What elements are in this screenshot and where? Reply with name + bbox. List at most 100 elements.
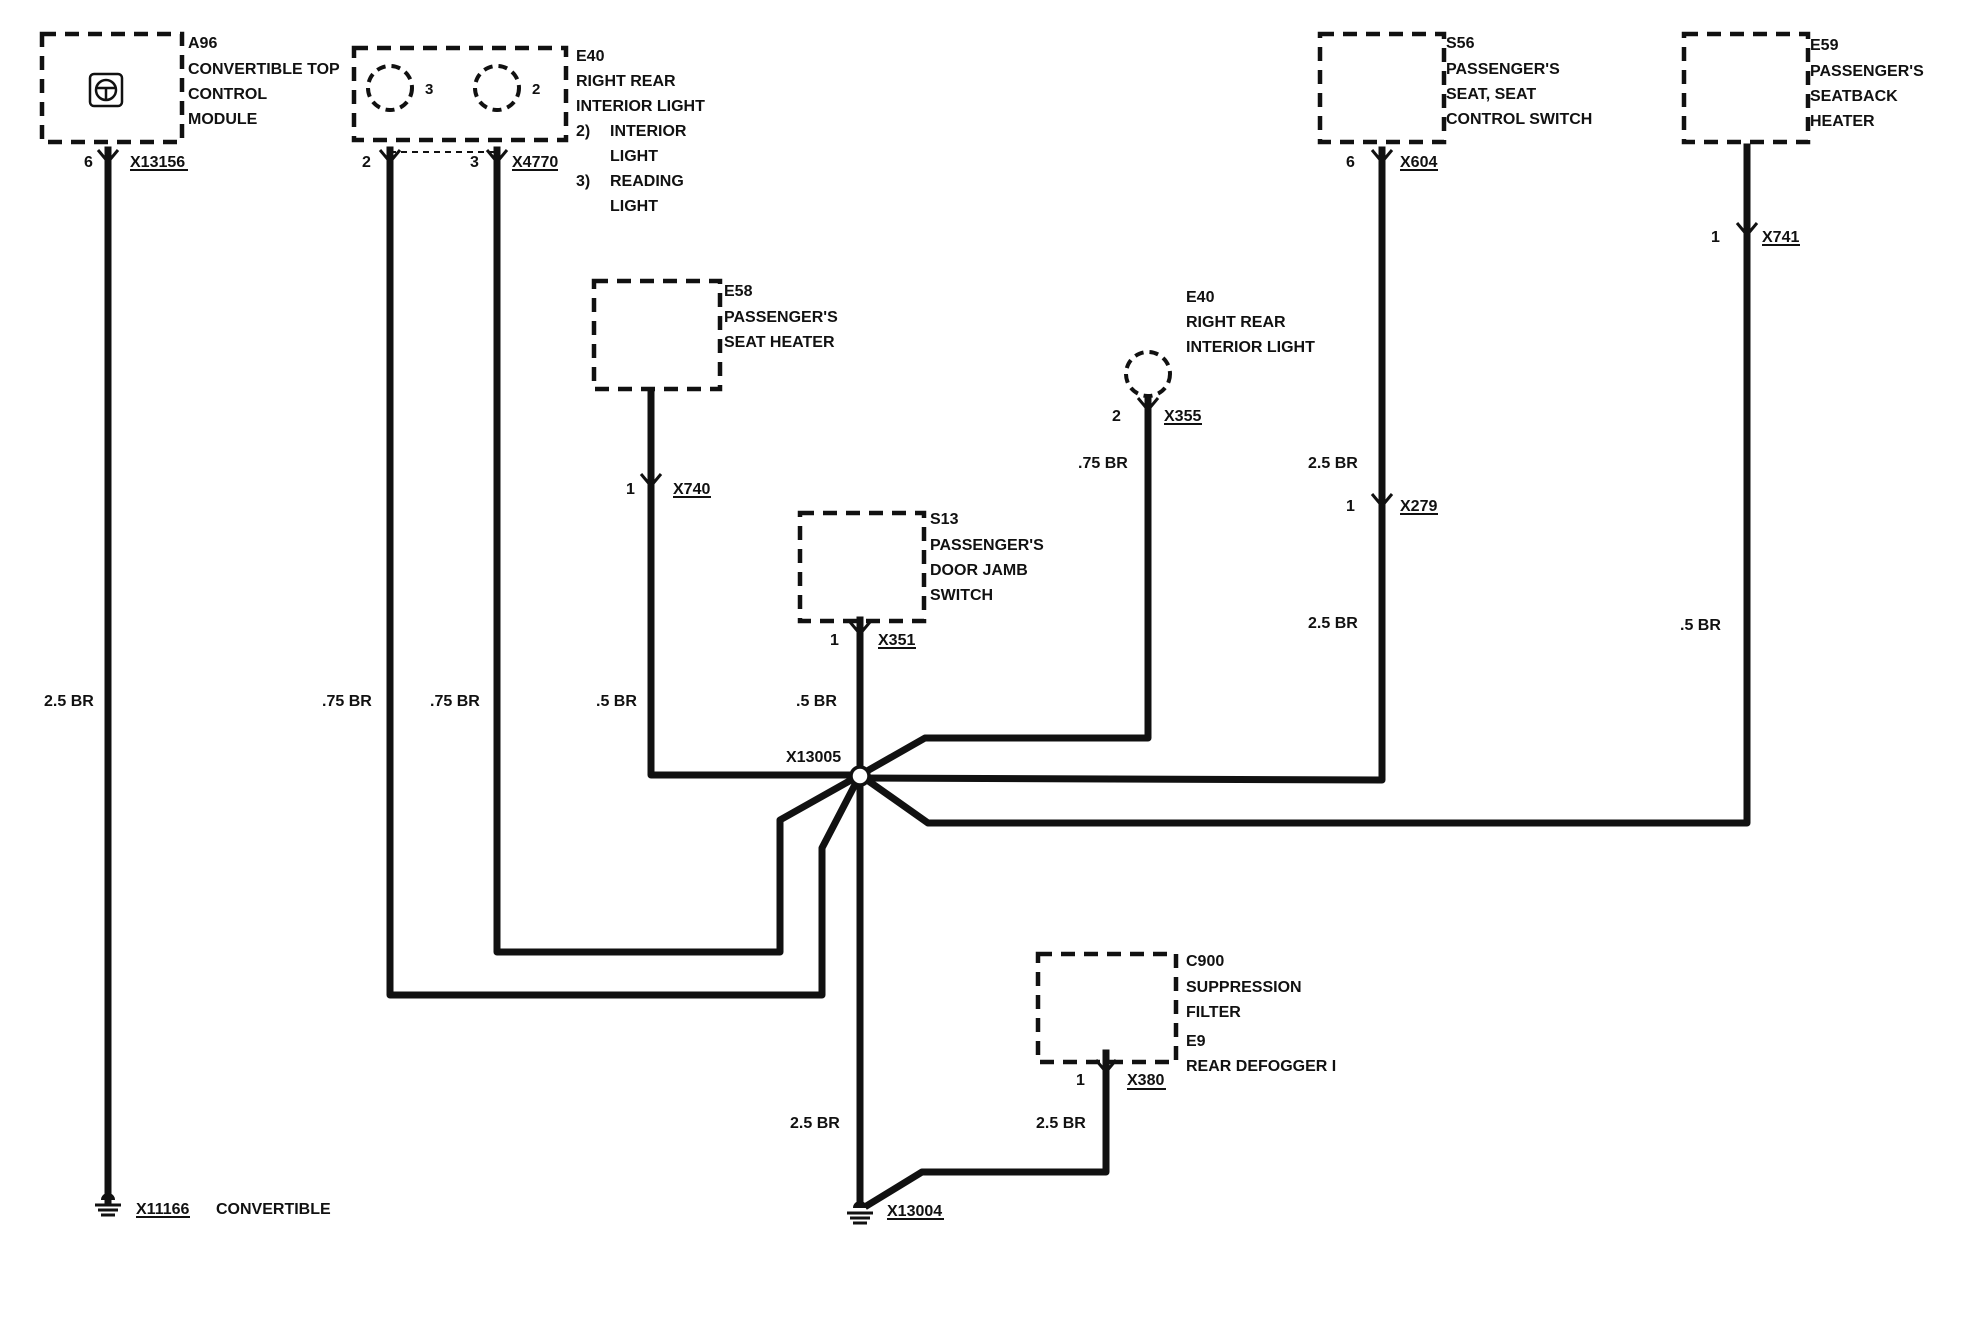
bulb-e40-mid	[1124, 350, 1172, 398]
wire-label-s13: .5 BR	[796, 693, 837, 710]
a96-line-3: MODULE	[188, 111, 258, 128]
e59-connector: X741	[1762, 229, 1799, 246]
e59-line-2: SEATBACK	[1810, 88, 1898, 105]
connector-underlines	[130, 169, 1800, 1220]
arrow-x740	[639, 473, 663, 489]
ground-icon-x13004	[847, 1201, 873, 1225]
arrow-x351	[848, 621, 872, 637]
e58-line-2: SEAT HEATER	[724, 334, 835, 351]
e59-line-1: PASSENGER'S	[1810, 63, 1924, 80]
ground-left-note: CONVERTIBLE	[216, 1201, 331, 1218]
e58-connector: X740	[673, 481, 710, 498]
wire-label-ground-main: 2.5 BR	[790, 1115, 840, 1132]
a96-module-icon	[88, 72, 124, 108]
wire-label-e40-right: .75 BR	[430, 693, 480, 710]
s56-connector: X604	[1400, 154, 1437, 171]
e40-top-note-2: LIGHT	[610, 148, 658, 165]
e40-top-bulb-left-num: 3	[425, 81, 433, 98]
s13-connector: X351	[878, 632, 915, 649]
e40-top-pin-left: 2	[362, 154, 371, 171]
s56-line-3: CONTROL SWITCH	[1446, 111, 1592, 128]
c900-id: C900	[1186, 953, 1224, 970]
component-box-c900	[1035, 951, 1179, 1065]
connector-arrows	[96, 149, 1759, 1075]
wire-label-c900: 2.5 BR	[1036, 1115, 1086, 1132]
e40-top-note-1: INTERIOR	[610, 123, 687, 140]
c900-line-2: FILTER	[1186, 1004, 1241, 1021]
c900-connector: X380	[1127, 1072, 1164, 1089]
wire-label-e59: .5 BR	[1680, 617, 1721, 634]
e40-top-note-1-num: 2)	[576, 123, 590, 140]
component-box-a96	[39, 31, 185, 145]
e9-line-1: REAR DEFOGGER I	[1186, 1058, 1336, 1075]
a96-line-1: CONVERTIBLE TOP	[188, 61, 340, 78]
component-box-e58	[591, 278, 723, 392]
e40-top-connector: X4770	[512, 154, 558, 171]
s13-line-3: SWITCH	[930, 587, 993, 604]
ground-main-id: X13004	[887, 1203, 942, 1220]
wire-label-s56-lower: 2.5 BR	[1308, 615, 1358, 632]
e40-mid-line-2: INTERIOR LIGHT	[1186, 339, 1315, 356]
arrow-x355	[1136, 397, 1160, 413]
a96-connector: X13156	[130, 154, 185, 171]
wire-label-e58: .5 BR	[596, 693, 637, 710]
e40-top-line-2: INTERIOR LIGHT	[576, 98, 705, 115]
s56-line-1: PASSENGER'S	[1446, 61, 1560, 78]
ground-left-id: X11166	[136, 1201, 190, 1218]
wire-label-e40-mid: .75 BR	[1078, 455, 1128, 472]
component-box-e59	[1681, 31, 1811, 145]
x279-connector: X279	[1400, 498, 1437, 515]
wire-e59	[855, 143, 1751, 827]
e58-line-1: PASSENGER'S	[724, 309, 838, 326]
component-box-e40-top	[351, 45, 569, 143]
splice-id: X13005	[786, 749, 841, 766]
arrow-x4770-right	[485, 149, 509, 165]
component-box-s56	[1317, 31, 1447, 145]
c900-pin: 1	[1076, 1072, 1085, 1089]
e40-mid-connector: X355	[1164, 408, 1201, 425]
wire-e58	[647, 388, 864, 779]
wire-e40-interior	[386, 146, 865, 999]
e58-pin: 1	[626, 481, 635, 498]
e40-top-note-4: LIGHT	[610, 198, 658, 215]
arrow-x4770-left	[378, 149, 402, 165]
s13-line-1: PASSENGER'S	[930, 537, 1044, 554]
a96-pin: 6	[84, 154, 93, 171]
splice-node	[849, 765, 871, 787]
wire-c900	[863, 1049, 1110, 1210]
bulb-reading-light	[473, 64, 521, 112]
e9-id: E9	[1186, 1033, 1206, 1050]
wire-e40-mid	[855, 396, 1152, 780]
wire-label-a96: 2.5 BR	[44, 693, 94, 710]
e40-top-bulb-right-num: 2	[532, 81, 540, 98]
e58-id: E58	[724, 283, 753, 300]
c900-line-1: SUPPRESSION	[1186, 979, 1302, 996]
a96-id: A96	[188, 35, 217, 52]
ground-icon-x11166	[95, 1193, 121, 1217]
e40-top-line-1: RIGHT REAR	[576, 73, 676, 90]
arrow-x13156	[96, 149, 120, 165]
e40-top-pin-right: 3	[470, 154, 479, 171]
e40-top-note-3-num: 3)	[576, 173, 590, 190]
e40-mid-pin: 2	[1112, 408, 1121, 425]
e59-pin: 1	[1711, 229, 1720, 246]
wire-s56	[856, 146, 1386, 784]
e40-mid-line-1: RIGHT REAR	[1186, 314, 1286, 331]
s13-id: S13	[930, 511, 959, 528]
s56-line-2: SEAT, SEAT	[1446, 86, 1536, 103]
wire-e40-reading	[493, 146, 865, 956]
arrow-x279	[1370, 493, 1394, 509]
arrow-x604	[1370, 149, 1394, 165]
a96-line-2: CONTROL	[188, 86, 267, 103]
e40-mid-id: E40	[1186, 289, 1215, 306]
s13-pin: 1	[830, 632, 839, 649]
wire-label-s56-upper: 2.5 BR	[1308, 455, 1358, 472]
wire-label-e40-left: .75 BR	[322, 693, 372, 710]
s56-pin: 6	[1346, 154, 1355, 171]
component-box-s13	[797, 510, 927, 624]
x279-pin: 1	[1346, 498, 1355, 515]
e59-line-3: HEATER	[1810, 113, 1875, 130]
e40-top-note-3: READING	[610, 173, 684, 190]
e40-top-id: E40	[576, 48, 605, 65]
